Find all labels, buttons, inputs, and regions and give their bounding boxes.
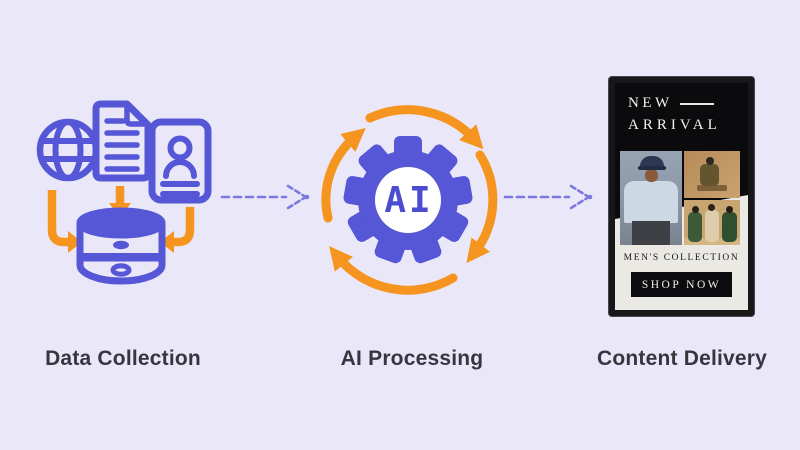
signage-title-top: NEW — [628, 95, 673, 111]
signage-screen: NEW ARRIVAL — [615, 83, 748, 310]
model-photo-left — [620, 151, 682, 245]
dashed-arrow-icon — [503, 184, 593, 210]
elbow-arrow-right-icon — [160, 207, 195, 253]
id-card-icon — [148, 118, 212, 204]
globe-icon — [36, 118, 100, 182]
database-icon — [76, 207, 166, 285]
title-divider-line — [679, 102, 714, 105]
collection-label: MEN'S COLLECTION — [623, 253, 740, 263]
dashed-arrow-icon — [220, 184, 310, 210]
ai-processing-icon: AI — [321, 105, 498, 295]
signage-title: NEW ARRIVAL — [628, 95, 721, 134]
stage-label-ai-processing: AI Processing — [340, 347, 484, 370]
document-icon — [92, 100, 152, 182]
ai-badge: AI — [384, 180, 433, 221]
cycle-arrows-icon — [321, 105, 498, 295]
signage-title-bottom: ARRIVAL — [628, 117, 721, 133]
gear-icon: AI — [343, 136, 473, 264]
signage-frame: NEW ARRIVAL — [608, 76, 755, 317]
model-photo-bottom-right — [684, 200, 740, 245]
elbow-arrow-left-icon — [47, 190, 82, 253]
shop-now-button[interactable]: SHOP NOW — [631, 272, 732, 297]
model-photo-top-right — [684, 151, 740, 198]
stage-label-content-delivery: Content Delivery — [596, 347, 768, 370]
data-collection-icon — [36, 100, 212, 285]
stage-label-data-collection: Data Collection — [45, 347, 201, 370]
